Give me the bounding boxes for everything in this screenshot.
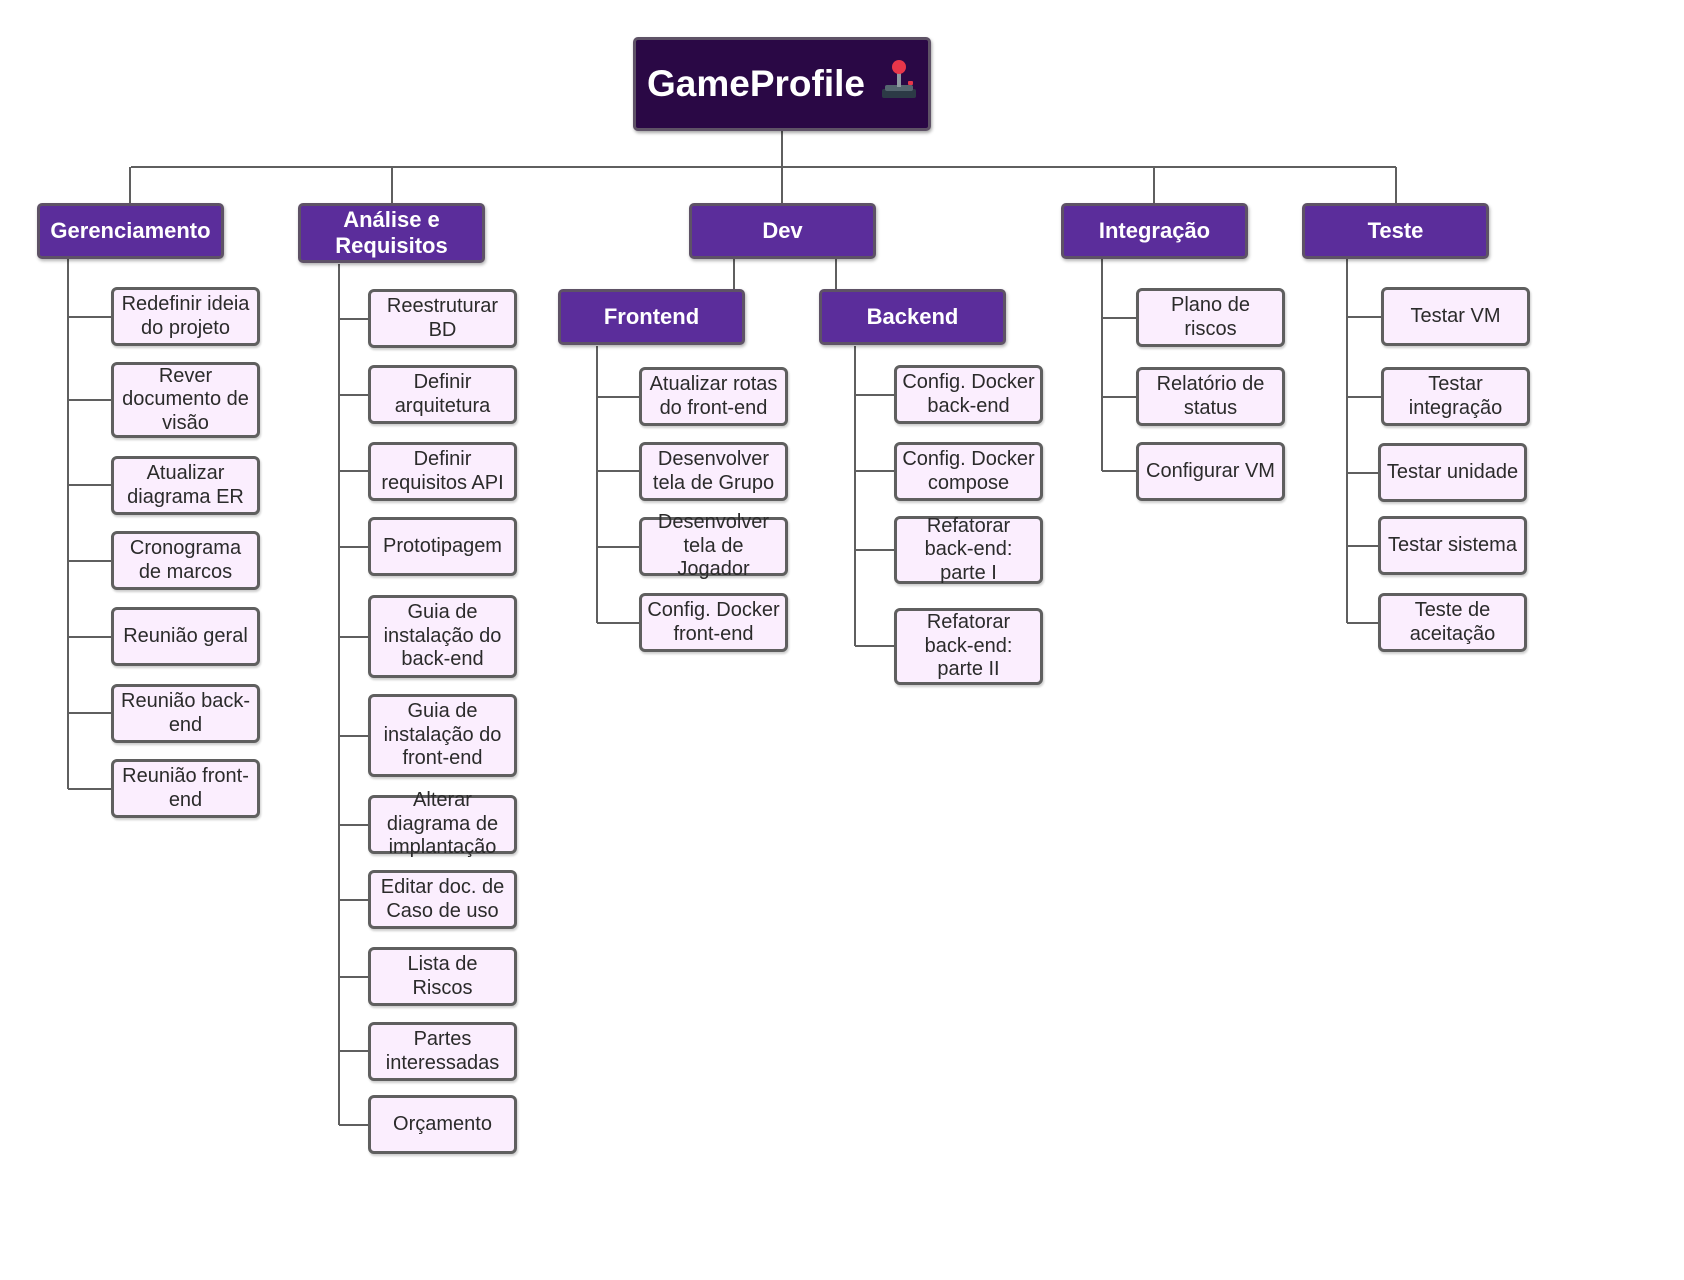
task-config-docker-compose: Config. Docker compose: [894, 442, 1043, 501]
task-testar-integracao: Testar integração: [1381, 367, 1530, 426]
subcategory-backend: Backend: [819, 289, 1006, 345]
task-definir-arquitetura: Definir arquitetura: [368, 365, 517, 424]
task-refatorar-back-end-parte-i-label: Refatorar back-end: parte I: [924, 514, 1013, 584]
category-teste-label: Teste: [1367, 218, 1424, 244]
task-configurar-vm: Configurar VM: [1136, 442, 1285, 501]
task-reuniao-geral: Reunião geral: [111, 607, 260, 666]
category-gerenciamento-label: Gerenciamento: [50, 218, 211, 244]
category-dev-label: Dev: [762, 218, 803, 244]
task-reuniao-back-end-label: Reunião back-end: [121, 689, 250, 736]
task-reuniao-back-end: Reunião back-end: [111, 684, 260, 743]
task-alterar-diagrama-de-implantacao-label: Alterar diagrama de implantação: [386, 789, 499, 859]
task-plano-de-riscos-label: Plano de riscos: [1171, 293, 1250, 340]
task-config-docker-front-end: Config. Docker front-end: [639, 593, 788, 652]
task-configurar-vm-label: Configurar VM: [1146, 459, 1275, 482]
task-desenvolver-tela-de-grupo-label: Desenvolver tela de Grupo: [652, 447, 775, 494]
task-definir-requisitos-api-label: Definir requisitos API: [381, 447, 504, 494]
task-refatorar-back-end-parte-ii: Refatorar back-end: parte II: [894, 608, 1043, 685]
category-integracao-label: Integração: [1098, 218, 1211, 244]
task-cronograma-de-marcos-label: Cronograma de marcos: [129, 536, 242, 583]
task-reuniao-geral-label: Reunião geral: [123, 624, 248, 647]
task-reestruturar-bd: Reestruturar BD: [368, 289, 517, 348]
task-refatorar-back-end-parte-ii-label: Refatorar back-end: parte II: [924, 611, 1013, 681]
task-definir-requisitos-api: Definir requisitos API: [368, 442, 517, 501]
task-atualizar-diagrama-er-label: Atualizar diagrama ER: [127, 461, 244, 508]
task-editar-doc-de-caso-de-uso: Editar doc. de Caso de uso: [368, 870, 517, 929]
task-redefinir-ideia-do-projeto: Redefinir ideia do projeto: [111, 287, 260, 346]
subcategory-frontend-label: Frontend: [603, 304, 700, 330]
task-relatorio-de-status-label: Relatório de status: [1156, 372, 1265, 419]
task-plano-de-riscos: Plano de riscos: [1136, 288, 1285, 347]
task-orcamento-label: Orçamento: [393, 1112, 492, 1135]
task-prototipagem: Prototipagem: [368, 517, 517, 576]
task-desenvolver-tela-de-jogador: Desenvolver tela de Jogador: [639, 511, 788, 580]
joystick-icon: [881, 58, 917, 110]
task-cronograma-de-marcos: Cronograma de marcos: [111, 531, 260, 590]
task-rever-documento-de-visao-label: Rever documento de visão: [122, 364, 249, 434]
task-reuniao-front-end-label: Reunião front-end: [122, 764, 249, 811]
task-partes-interessadas: Partes interessadas: [368, 1022, 517, 1081]
category-gerenciamento: Gerenciamento: [37, 203, 224, 259]
task-atualizar-diagrama-er: Atualizar diagrama ER: [111, 456, 260, 515]
task-guia-de-instalacao-do-back-end: Guia de instalação do back-end: [368, 595, 517, 678]
task-teste-de-aceitacao: Teste de aceitação: [1378, 593, 1527, 652]
task-redefinir-ideia-do-projeto-label: Redefinir ideia do projeto: [121, 292, 250, 339]
task-desenvolver-tela-de-grupo: Desenvolver tela de Grupo: [639, 442, 788, 501]
task-guia-de-instalacao-do-back-end-label: Guia de instalação do back-end: [383, 601, 502, 671]
task-guia-de-instalacao-do-front-end: Guia de instalação do front-end: [368, 694, 517, 777]
category-dev: Dev: [689, 203, 876, 259]
task-lista-de-riscos: Lista de Riscos: [368, 947, 517, 1006]
task-testar-unidade: Testar unidade: [1378, 443, 1527, 502]
task-testar-vm-label: Testar VM: [1410, 304, 1501, 327]
category-analise-e-requisitos: Análise e Requisitos: [298, 203, 485, 263]
category-integracao: Integração: [1061, 203, 1248, 259]
task-reestruturar-bd-label: Reestruturar BD: [386, 294, 499, 341]
task-testar-sistema: Testar sistema: [1378, 516, 1527, 575]
task-teste-de-aceitacao-label: Teste de aceitação: [1409, 598, 1496, 645]
task-testar-unidade-label: Testar unidade: [1386, 460, 1519, 483]
task-partes-interessadas-label: Partes interessadas: [385, 1027, 500, 1074]
task-config-docker-back-end: Config. Docker back-end: [894, 365, 1043, 424]
root-node: GameProfile: [633, 37, 931, 131]
task-lista-de-riscos-label: Lista de Riscos: [407, 952, 478, 999]
task-prototipagem-label: Prototipagem: [383, 534, 502, 557]
task-atualizar-rotas-do-front-end-label: Atualizar rotas do front-end: [649, 372, 778, 419]
task-config-docker-front-end-label: Config. Docker front-end: [647, 598, 780, 645]
category-teste: Teste: [1302, 203, 1489, 259]
task-relatorio-de-status: Relatório de status: [1136, 367, 1285, 426]
task-config-docker-back-end-label: Config. Docker back-end: [902, 370, 1035, 417]
task-testar-vm: Testar VM: [1381, 287, 1530, 346]
task-rever-documento-de-visao: Rever documento de visão: [111, 362, 260, 438]
task-orcamento: Orçamento: [368, 1095, 517, 1154]
task-definir-arquitetura-label: Definir arquitetura: [394, 370, 491, 417]
root-title: GameProfile: [647, 63, 865, 105]
task-atualizar-rotas-do-front-end: Atualizar rotas do front-end: [639, 367, 788, 426]
task-guia-de-instalacao-do-front-end-label: Guia de instalação do front-end: [383, 700, 502, 770]
task-editar-doc-de-caso-de-uso-label: Editar doc. de Caso de uso: [380, 875, 505, 922]
task-testar-sistema-label: Testar sistema: [1388, 533, 1517, 556]
category-analise-e-requisitos-label: Análise e Requisitos: [335, 207, 448, 258]
task-config-docker-compose-label: Config. Docker compose: [902, 447, 1035, 494]
subcategory-frontend: Frontend: [558, 289, 745, 345]
task-refatorar-back-end-parte-i: Refatorar back-end: parte I: [894, 514, 1043, 584]
task-testar-integracao-label: Testar integração: [1408, 372, 1503, 419]
task-alterar-diagrama-de-implantacao: Alterar diagrama de implantação: [368, 789, 517, 858]
subcategory-backend-label: Backend: [866, 304, 959, 330]
task-reuniao-front-end: Reunião front-end: [111, 759, 260, 818]
task-desenvolver-tela-de-jogador-label: Desenvolver tela de Jogador: [657, 511, 770, 581]
